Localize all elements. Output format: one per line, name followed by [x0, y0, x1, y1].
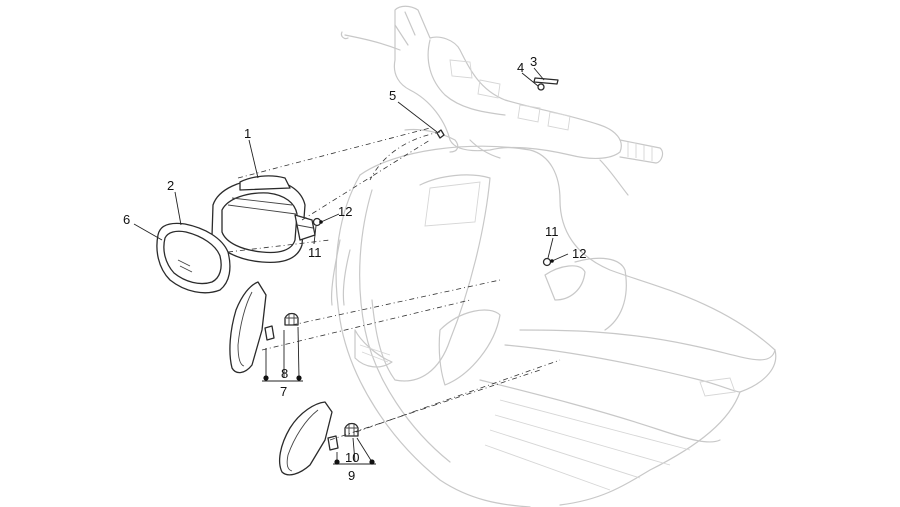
- reference-dots: [263, 220, 554, 465]
- small-hardware: [312, 77, 559, 267]
- callout-11-right: 11: [545, 224, 559, 239]
- handlebar-ghost: [340, 5, 664, 196]
- assembly-lines: [227, 127, 561, 441]
- left-turn-signal: [229, 281, 299, 374]
- callout-1: 1: [244, 126, 251, 141]
- headlamp-housing: [211, 175, 316, 264]
- callout-2: 2: [167, 178, 174, 193]
- headlamp-bezel: [156, 222, 231, 294]
- callout-12-right: 12: [572, 246, 586, 261]
- callout-6: 6: [123, 212, 130, 227]
- callout-5: 5: [389, 88, 396, 103]
- callout-10: 10: [345, 450, 359, 465]
- callout-4: 4: [517, 60, 524, 75]
- callout-labels: 1 2 3 4 5 6 7 8 9 10 11 11 12 12: [123, 54, 586, 483]
- callout-12-left: 12: [338, 204, 352, 219]
- callout-9: 9: [348, 468, 355, 483]
- callout-11-left: 11: [308, 245, 322, 260]
- callout-7: 7: [280, 384, 287, 399]
- callout-3: 3: [530, 54, 537, 69]
- callout-8: 8: [281, 366, 288, 381]
- scooter-body-ghost: [330, 145, 777, 507]
- right-turn-signal: [279, 401, 359, 476]
- leader-lines: [133, 67, 569, 465]
